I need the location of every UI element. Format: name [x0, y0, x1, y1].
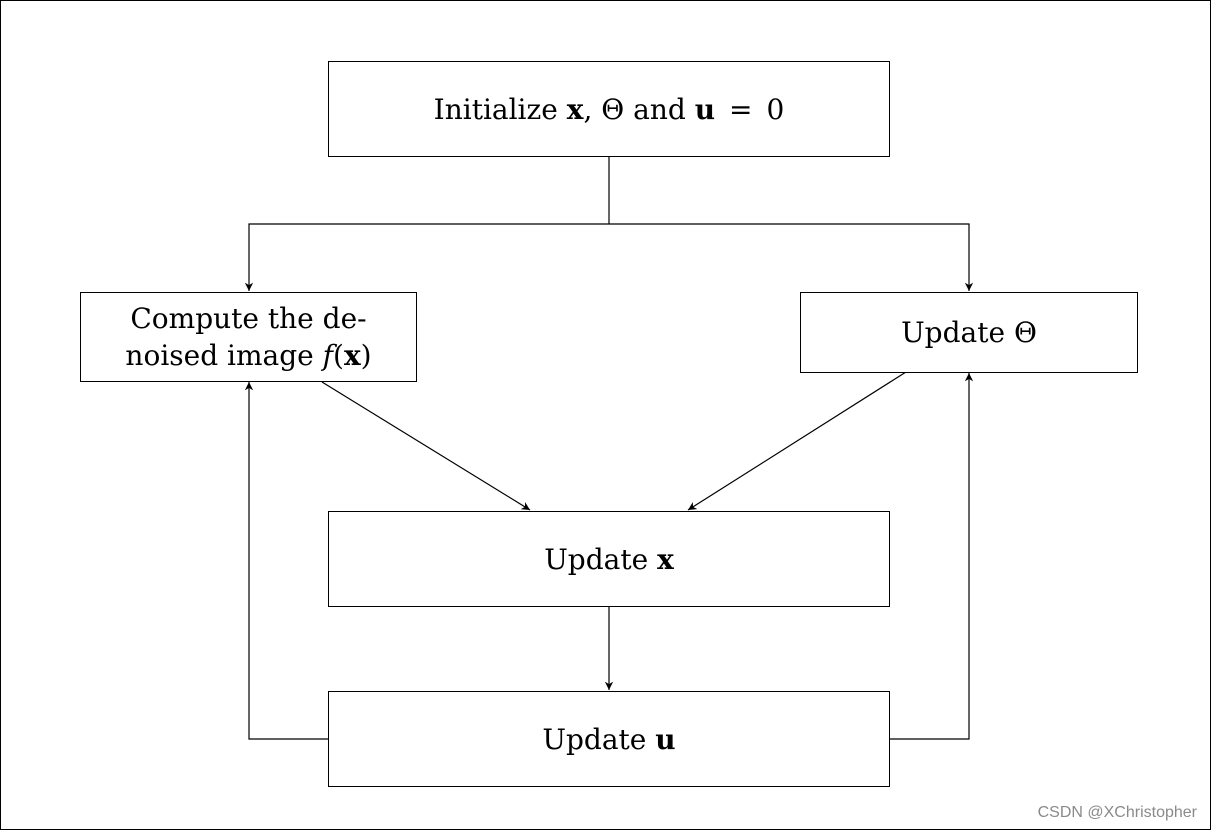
init-theta-symbol: Θ: [601, 92, 625, 126]
arrow-update-u-to-denoise: [244, 382, 328, 740]
update-x-symbol: x: [657, 542, 674, 576]
init-prefix-text: Initialize: [433, 92, 567, 126]
denoise-line-1: Compute the de-: [130, 302, 367, 335]
init-x-symbol: x: [566, 92, 584, 126]
init-and-text: and: [633, 92, 686, 126]
node-update-u: Update u: [328, 691, 890, 787]
denoise-close-paren: ): [360, 339, 372, 372]
arrow-to-denoise: [244, 223, 609, 291]
node-update-theta: Update Θ: [800, 292, 1138, 373]
update-theta-symbol: Θ: [1013, 316, 1037, 349]
arrow-theta-to-update-x: [687, 371, 907, 511]
denoise-x-symbol: x: [343, 339, 361, 372]
update-x-prefix: Update: [544, 542, 658, 576]
update-theta-prefix: Update: [901, 316, 1014, 349]
update-u-prefix: Update: [542, 722, 656, 756]
node-initialize: Initialize x, Θ and u = 0: [328, 61, 890, 157]
node-update-x: Update x: [328, 511, 890, 607]
denoise-line-2-prefix: noised image: [125, 339, 323, 372]
arrow-denoise-to-update-x: [321, 381, 531, 511]
arrow-update-u-to-update-theta: [890, 373, 974, 740]
init-zero: 0: [766, 92, 785, 126]
init-u-symbol: u: [694, 92, 716, 126]
watermark-text: CSDN @XChristopher: [1037, 804, 1197, 821]
denoise-open-paren: (: [333, 339, 344, 372]
update-u-symbol: u: [655, 722, 676, 756]
init-equals: =: [729, 92, 753, 126]
arrow-to-update-theta: [609, 223, 974, 291]
node-compute-denoised-image: Compute the de- noised image f(x): [80, 292, 417, 382]
init-comma: ,: [583, 92, 593, 126]
denoise-f-symbol: f: [322, 339, 333, 372]
